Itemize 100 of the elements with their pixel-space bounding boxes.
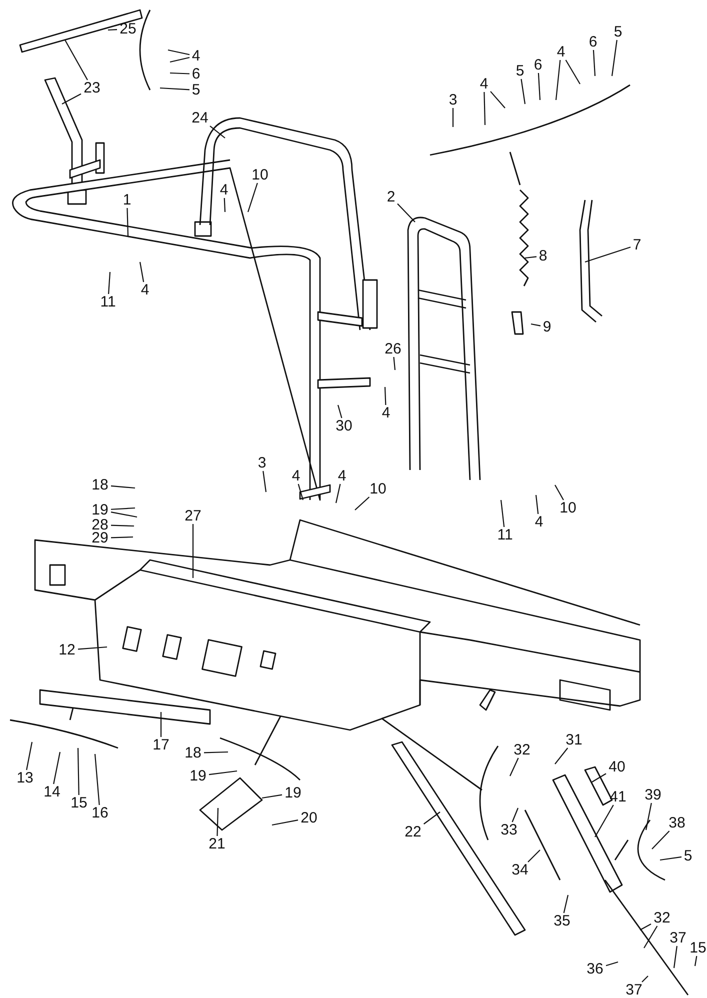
leader-line [62,93,82,104]
callout-number: 28 [92,518,108,532]
leader-line [594,804,614,838]
callout-number: 4 [292,468,300,484]
leader-line [168,49,190,56]
callout-number: 15 [690,940,706,956]
callout-number: 4 [382,406,390,420]
callout-number: 1 [122,192,132,208]
callout-number: 36 [586,962,604,976]
callout-number: 19 [190,768,206,784]
leader-line [660,856,682,861]
callout-number: 17 [152,738,170,752]
leader-line [354,496,370,510]
callout-number: 39 [644,788,662,802]
callout-number: 6 [192,66,200,82]
leader-line [337,404,342,418]
leader-line [592,50,596,76]
callout-number: 18 [184,746,202,760]
leader-line [640,924,652,930]
callout-number: 27 [184,508,202,524]
callout-number: 4 [556,44,566,60]
callout-number: 8 [538,248,548,264]
callout-number: 7 [632,238,642,252]
callout-number: 31 [566,732,582,748]
leader-line [554,484,564,500]
callout-number: 4 [480,76,488,92]
callout-number: 30 [336,418,352,434]
leader-line [224,198,226,212]
leader-line [563,894,569,914]
leader-line [510,758,519,776]
callout-number: 11 [497,528,513,542]
callout-number: 41 [610,790,626,804]
leader-line [535,494,539,514]
leader-line [126,208,129,236]
leader-line [484,92,486,126]
callout-number: 18 [92,478,108,492]
callout-number: 6 [588,34,598,50]
leader-line [645,802,652,830]
callout-number: 3 [258,456,266,470]
callout-number: 4 [140,282,150,298]
leader-line [565,60,580,84]
callout-number: 6 [534,58,542,72]
callout-number: 23 [84,80,100,96]
leader-line [108,29,118,31]
callout-number: 16 [92,806,108,820]
leader-line [452,108,454,127]
callout-number: 40 [608,760,626,774]
leader-line [524,256,537,259]
leader-line [139,262,144,282]
leader-line [110,536,134,538]
callout-number: 4 [192,48,200,64]
leader-line [584,246,631,263]
callout-number: 22 [404,824,422,840]
leader-line [673,946,678,968]
leader-line [500,500,505,528]
leader-line [64,40,88,80]
leader-line [393,356,396,370]
leader-line [644,926,658,948]
leader-line [642,976,648,982]
callout-number: 5 [192,82,200,98]
leader-line [490,91,506,108]
leader-line [170,56,190,63]
leader-line [272,820,298,826]
callout-number: 5 [614,24,622,40]
callout-number: 20 [300,810,318,826]
leader-line [538,72,541,100]
leader-line [694,956,698,966]
leader-line [512,808,518,822]
leader-line [335,484,341,504]
leader-line [110,524,134,527]
callout-number: 14 [44,784,60,800]
leader-line [652,830,670,850]
callout-number: 5 [684,848,692,864]
callout-number: 37 [670,930,686,946]
callout-number: 21 [208,836,226,852]
leader-line [384,386,386,406]
leader-line [262,470,267,492]
leader-line [397,203,416,222]
leader-line [108,272,111,294]
callout-number: 33 [500,822,518,838]
callout-number: 35 [554,914,570,928]
leader-line [247,182,258,212]
leader-line [423,812,440,824]
leader-line [110,507,136,510]
leader-line [520,78,526,104]
callout-number: 26 [384,342,402,356]
callout-number: 9 [542,320,552,334]
leader-line [554,748,568,764]
leader-line [26,742,33,770]
leader-line [528,850,540,862]
callout-number: 2 [386,190,396,204]
callout-number: 34 [512,862,528,878]
callout-number: 13 [16,770,34,786]
callout-number: 11 [100,294,116,310]
callout-number: 4 [220,182,228,198]
leader-line [160,87,190,90]
leader-line [530,323,541,326]
leader-line [53,752,61,784]
callout-number: 19 [92,502,108,518]
callout-number: 19 [284,786,302,800]
